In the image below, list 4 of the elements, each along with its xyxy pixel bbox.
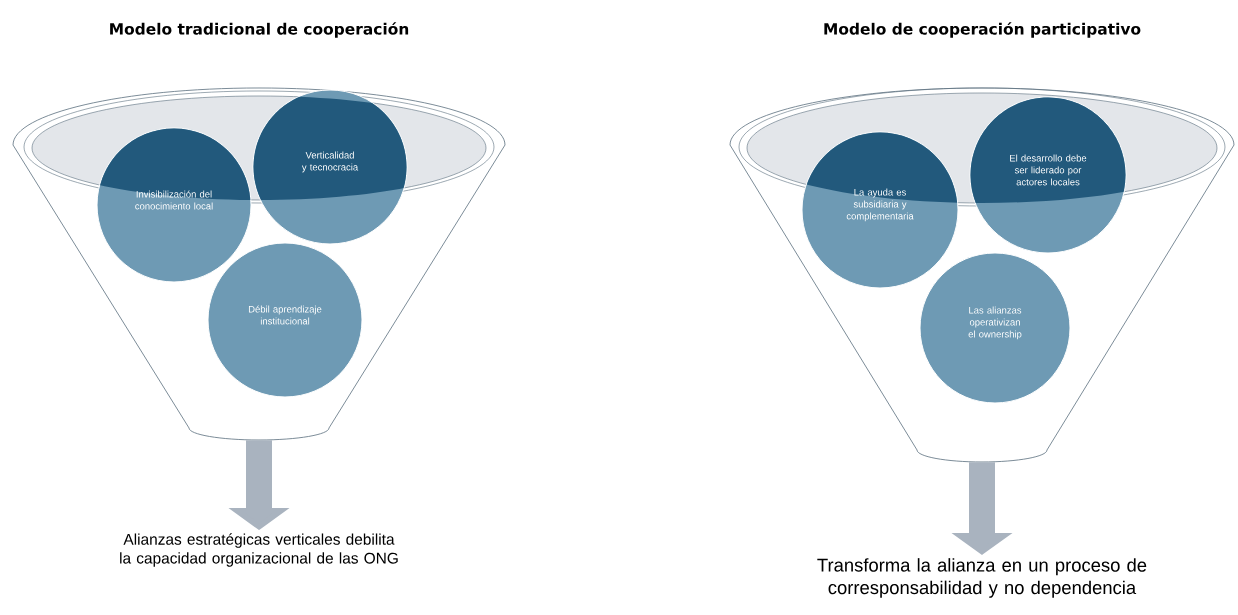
heading: Modelo tradicional de cooperación <box>110 22 409 38</box>
result-text: Alianzas estratégicas verticales debilita la capacidad organizacional de las ONG <box>120 533 398 567</box>
heading: Modelo de cooperación participativo <box>824 22 1141 38</box>
result-text: Transforma la alianza en un proceso de corresponsabilidad y no dependencia <box>817 558 1147 598</box>
